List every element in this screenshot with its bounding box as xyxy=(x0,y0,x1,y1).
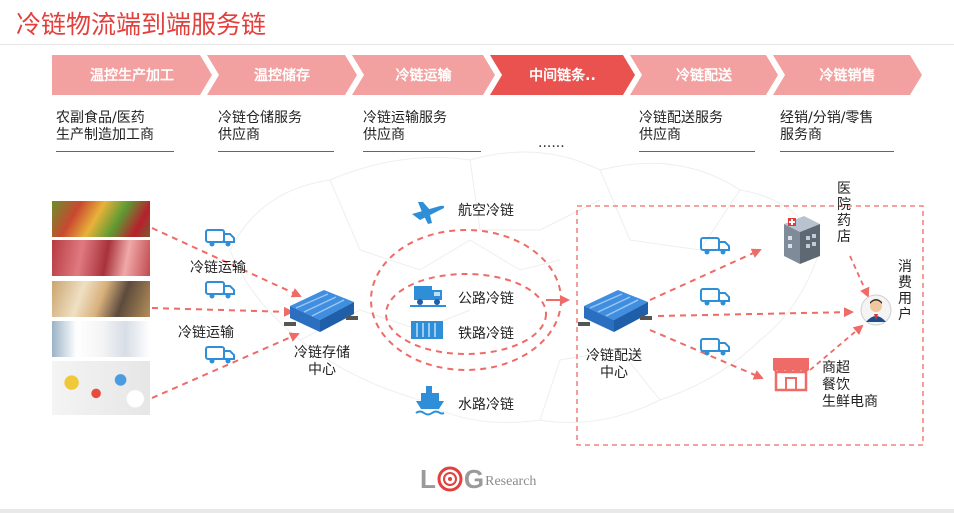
provider-underline xyxy=(363,151,481,152)
rail-mode-label: 铁路冷链 xyxy=(458,326,514,342)
retail-line2: 餐饮 xyxy=(822,377,850,393)
retail-line1: 商超 xyxy=(822,360,850,376)
truck-icon xyxy=(205,281,235,299)
hospital-icon xyxy=(784,216,820,264)
provider-sales: 经销/分销/零售 服务商 xyxy=(780,110,873,144)
storage-center-line1: 冷链存储 xyxy=(294,345,350,361)
provider-sales-line1: 经销/分销/零售 xyxy=(780,110,874,126)
medicine-image xyxy=(52,361,150,415)
distribution-center-line1: 冷链配送 xyxy=(586,348,642,364)
provider-production-line1: 农副食品/医药 xyxy=(56,110,145,126)
transport-label-2: 冷链运输 xyxy=(178,325,234,341)
truck-icon xyxy=(700,338,730,356)
distribution-center-line2: 中心 xyxy=(600,365,628,381)
distribution-region-border xyxy=(576,205,924,446)
transport-label-1: 冷链运输 xyxy=(190,260,246,276)
title-divider xyxy=(0,44,954,45)
hospital-label: 医院药店 xyxy=(837,181,851,245)
water-mode-label: 水路冷链 xyxy=(458,397,514,413)
seafood-image xyxy=(52,281,150,317)
consumer-avatar-icon xyxy=(860,294,892,326)
ship-icon xyxy=(415,386,445,416)
flow-arrow xyxy=(849,255,870,298)
page-title: 冷链物流端到端服务链 xyxy=(16,10,267,39)
provider-production: 农副食品/医药 生产制造加工商 xyxy=(56,110,154,144)
provider-distribution-line2: 供应商 xyxy=(639,127,681,143)
provider-transport-line1: 冷链运输服务 xyxy=(363,110,447,126)
step-storage[interactable]: 温控储存 xyxy=(207,55,357,95)
truck-icon xyxy=(205,229,235,247)
provider-underline xyxy=(639,151,755,152)
logo-research: Research xyxy=(485,474,537,489)
flow-arrow xyxy=(809,324,864,371)
logo-letter-g: G xyxy=(463,464,485,494)
provider-storage: 冷链仓储服务 供应商 xyxy=(218,110,302,144)
dairy-image xyxy=(52,321,150,357)
inner-ellipse xyxy=(385,273,547,355)
provider-transport-line2: 供应商 xyxy=(363,127,405,143)
vegetables-image xyxy=(52,201,150,237)
air-mode-label: 航空冷链 xyxy=(458,203,514,219)
delivery-truck-icon xyxy=(410,286,446,307)
step-distribution[interactable]: 冷链配送 xyxy=(630,55,778,95)
store-icon xyxy=(773,358,809,392)
warehouse-icon xyxy=(284,290,358,332)
storage-center-label: 冷链存储 中心 xyxy=(290,345,354,379)
provider-distribution-line1: 冷链配送服务 xyxy=(639,110,723,126)
truck-icon xyxy=(700,288,730,306)
provider-storage-line1: 冷链仓储服务 xyxy=(218,110,302,126)
truck-icon xyxy=(205,346,235,364)
provider-transport: 冷链运输服务 供应商 xyxy=(363,110,447,144)
provider-underline xyxy=(56,151,174,152)
truck-icon xyxy=(700,237,730,255)
flow-arrow xyxy=(151,227,302,298)
step-production[interactable]: 温控生产加工 xyxy=(52,55,212,95)
distribution-center-label: 冷链配送 中心 xyxy=(582,348,646,382)
provider-sales-line2: 服务商 xyxy=(780,127,822,143)
provider-distribution: 冷链配送服务 供应商 xyxy=(639,110,723,144)
flow-arrow xyxy=(151,306,294,317)
provider-storage-line2: 供应商 xyxy=(218,127,260,143)
rail-container-icon xyxy=(411,321,443,339)
road-mode-label: 公路冷链 xyxy=(458,291,514,307)
retail-label: 商超 餐饮 生鲜电商 xyxy=(822,360,878,411)
step-sales[interactable]: 冷链销售 xyxy=(773,55,922,95)
provider-ellipsis: ...... xyxy=(538,135,565,151)
logo-o-icon xyxy=(437,466,463,492)
warehouse-icon xyxy=(578,290,652,332)
provider-production-line2: 生产制造加工商 xyxy=(56,127,154,143)
provider-underline xyxy=(218,151,334,152)
step-transport[interactable]: 冷链运输 xyxy=(352,55,495,95)
storage-center-line2: 中心 xyxy=(308,362,336,378)
retail-line3: 生鲜电商 xyxy=(822,394,878,410)
meat-image xyxy=(52,240,150,276)
flow-arrow xyxy=(151,332,300,399)
logo-letter-l: L xyxy=(420,464,436,494)
logr-logo: L G Research xyxy=(420,466,536,492)
consumer-label: 消费用户 xyxy=(898,259,912,323)
airplane-icon xyxy=(412,202,445,224)
flow-arrow xyxy=(649,248,762,301)
provider-underline xyxy=(780,151,894,152)
footer-bar xyxy=(0,509,954,513)
step-intermediate[interactable]: 中间链条.. xyxy=(490,55,635,95)
flow-arrow xyxy=(657,307,854,318)
